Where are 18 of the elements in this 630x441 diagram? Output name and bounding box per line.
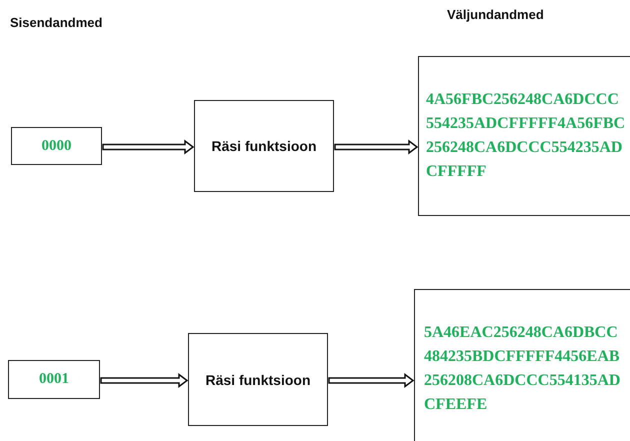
output-box [414, 289, 630, 441]
output-box [418, 56, 630, 216]
process-box [188, 333, 328, 426]
hash-value: 5A46EAC256248CA6DBCC484235BDCFFFFF4456EAB256208CA6DCCC554135ADCFEEFE [424, 323, 622, 415]
block-arrow [100, 373, 188, 388]
input-value: 0001 [39, 371, 69, 388]
block-arrow [102, 140, 194, 154]
column-heading: Sisendandmed [10, 15, 102, 30]
column-heading: Väljundandmed [447, 7, 544, 22]
process-box [194, 100, 334, 192]
input-box [8, 360, 100, 399]
block-arrow [328, 373, 414, 388]
input-box [11, 127, 102, 165]
process-label: Räsi funktsioon [211, 138, 316, 154]
input-value: 0000 [42, 138, 72, 155]
process-label: Räsi funktsioon [205, 372, 310, 388]
hash-value: 4A56FBC256248CA6DCCC554235ADCFFFFF4A56FBC256248CA6DCCC554235ADCFFFFF [426, 90, 626, 182]
block-arrow [334, 140, 418, 154]
